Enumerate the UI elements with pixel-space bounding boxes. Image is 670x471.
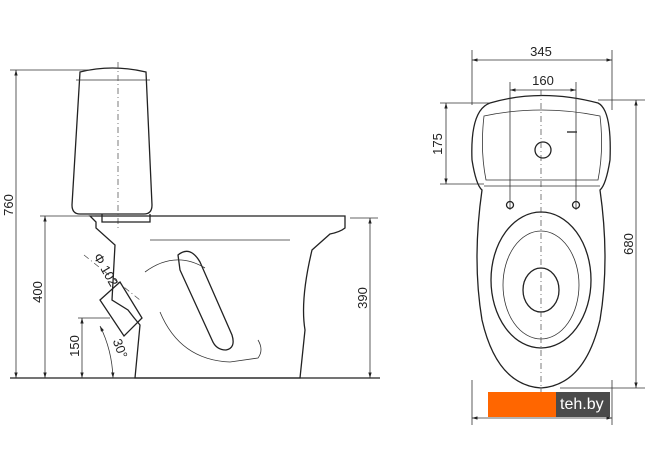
outlet-pipe <box>99 280 143 338</box>
dim-diameter-102: Φ 102 <box>90 251 121 289</box>
dim-175: 175 <box>430 133 445 155</box>
bowl-outline <box>88 215 346 379</box>
dim-680: 680 <box>621 233 636 255</box>
teh-by-watermark: teh.by <box>488 392 610 417</box>
watermark-text: teh.by <box>556 392 610 417</box>
dim-150: 150 <box>67 335 82 357</box>
watermark-accent <box>488 392 556 417</box>
dim-400: 400 <box>30 281 45 303</box>
dim-30-degrees: 30° <box>110 337 131 361</box>
dim-160: 160 <box>532 73 554 88</box>
dim-345: 345 <box>530 44 552 59</box>
side-view: 760 400 150 30° Φ 102 390 <box>1 62 380 379</box>
dim-390: 390 <box>355 287 370 309</box>
top-outline <box>471 94 611 389</box>
dim-760: 760 <box>1 194 16 216</box>
top-view: 345 160 175 680 <box>430 44 645 425</box>
cistern-outline <box>71 67 153 215</box>
